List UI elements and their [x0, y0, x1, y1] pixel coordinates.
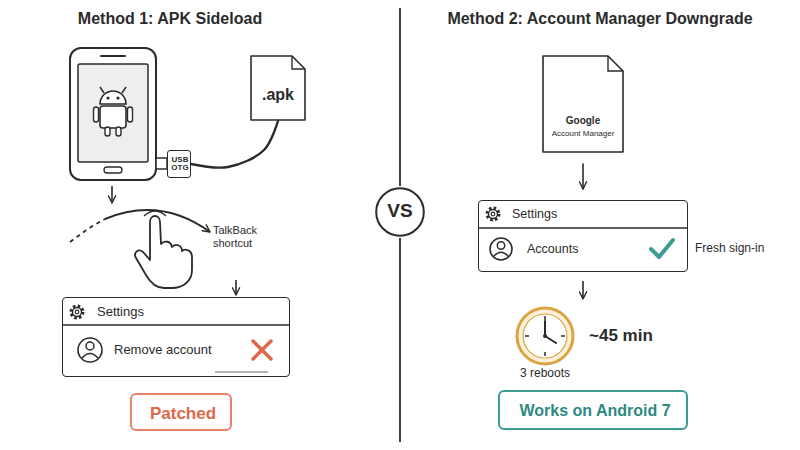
android-antenna: [122, 87, 126, 93]
usb-cable: [191, 121, 278, 168]
node-text: Accounts: [527, 242, 685, 256]
node-heading: Settings: [97, 305, 287, 320]
person-icon: [78, 338, 102, 362]
section-title: Method 1: APK Sideload: [50, 9, 290, 28]
person-icon: [494, 252, 509, 256]
flow-arrow: [582, 281, 584, 299]
document-outline: [542, 55, 624, 153]
clock-tick: [544, 352, 546, 356]
step-note: 3 reboots: [500, 366, 590, 380]
duration-label: ~45 min: [589, 326, 689, 346]
android-body: [100, 106, 126, 128]
clock-icon: [517, 308, 573, 364]
flow-arrow: [111, 186, 113, 203]
cross-mark: [253, 341, 271, 359]
node-text: Account Manager: [542, 129, 624, 138]
android-arm: [128, 107, 133, 122]
panel-divider: [62, 324, 290, 325]
status-badge: Patched: [130, 393, 232, 431]
node-heading: VS: [375, 200, 425, 222]
step-note: TalkBack shortcut: [213, 224, 283, 250]
divider-line: [399, 8, 401, 186]
android-eye: [116, 96, 119, 99]
clock-center: [543, 334, 547, 338]
section-title: Method 2: Account Manager Downgrade: [425, 9, 775, 28]
clock-tick: [525, 335, 529, 337]
node-text: Remove account: [114, 343, 287, 358]
node-heading: Google: [542, 115, 624, 127]
adapter-box: USB OTG: [167, 150, 191, 178]
person-icon: [82, 354, 98, 359]
phone-screen: [78, 64, 148, 162]
clock-tick: [561, 335, 565, 337]
phone-body: [70, 48, 156, 180]
clock-tick: [544, 316, 546, 320]
gear-icon: [489, 210, 498, 219]
gear-icon: [71, 306, 83, 318]
gesture-trail: [70, 219, 105, 242]
person-icon: [497, 242, 504, 249]
node-heading: Patched: [132, 404, 234, 424]
document-fold: [608, 56, 623, 71]
gear-icon: [487, 208, 499, 220]
android-leg: [116, 127, 121, 136]
document-outline: [251, 56, 305, 120]
settings-panel: SettingsRemove account: [62, 297, 290, 377]
cross-mark: [253, 341, 271, 359]
file-document: .apk: [250, 55, 306, 121]
document-fold: [292, 56, 305, 69]
document-outline: [543, 56, 623, 152]
panel-divider: [478, 227, 688, 228]
android-leg: [105, 127, 110, 136]
status-badge: Works on Android 7: [498, 390, 688, 430]
android-arm: [94, 107, 99, 122]
flow-arrow: [235, 280, 237, 295]
pointing-hand: [135, 211, 192, 288]
check-mark: [651, 240, 673, 257]
divider-line: [399, 238, 401, 442]
person-icon: [86, 342, 94, 350]
node-heading: Settings: [512, 207, 685, 221]
clock-icon: [523, 314, 567, 358]
node-heading: USB OTG: [168, 156, 192, 172]
gear-icon: [73, 308, 82, 317]
node-heading: Works on Android 7: [500, 402, 690, 420]
person-icon: [490, 238, 512, 260]
settings-panel: SettingsAccounts: [478, 200, 688, 272]
phone-speaker: [101, 55, 125, 57]
vs-circle: VS: [375, 187, 425, 237]
usb-plug: [156, 158, 167, 169]
node-heading: .apk: [250, 86, 306, 104]
hand-outline: [135, 216, 192, 288]
step-note: Fresh sign-in: [695, 241, 795, 255]
android-antenna: [100, 87, 104, 93]
android-eye: [106, 96, 109, 99]
gear-icon: [75, 310, 79, 314]
gear-icon: [491, 212, 495, 216]
flow-arrow: [582, 164, 584, 189]
scroll-line: [215, 371, 268, 373]
clock-hand: [544, 321, 546, 336]
phone-button: [104, 167, 122, 173]
file-document: GoogleAccount Manager: [542, 55, 624, 153]
